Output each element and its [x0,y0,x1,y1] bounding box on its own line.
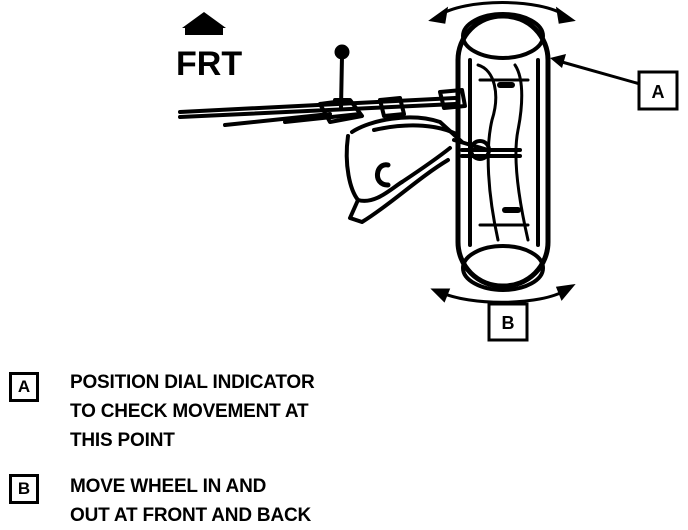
callout-a-label: A [652,82,665,102]
callout-b-box [487,302,529,342]
legend-line: THIS POINT [70,430,175,451]
callout-a-box [637,70,679,111]
legend-line: POSITION DIAL INDICATOR [70,372,315,393]
rotation-arrow-top-icon [428,1,576,24]
legend-key-b: B [9,474,39,504]
legend-key-a: A [9,372,39,402]
rotation-arrow-bottom-icon [430,283,576,304]
legend-line: OUT AT FRONT AND BACK [70,505,312,526]
wheel-tire [455,12,551,292]
callout-a-pointer [550,54,641,86]
legend-text-a: POSITION DIAL INDICATOR TO CHECK MOVEMEN… [70,368,315,455]
legend-line: TO CHECK MOVEMENT AT [70,401,309,422]
front-direction-label: FRT [176,45,242,83]
callout-b-label: B [502,313,515,333]
legend-text-b: MOVE WHEEL IN AND OUT AT FRONT AND BACK [70,472,311,530]
legend-line: MOVE WHEEL IN AND [70,476,267,497]
front-direction-arrow-icon [182,12,226,35]
steering-knuckle-linkage [178,44,522,224]
